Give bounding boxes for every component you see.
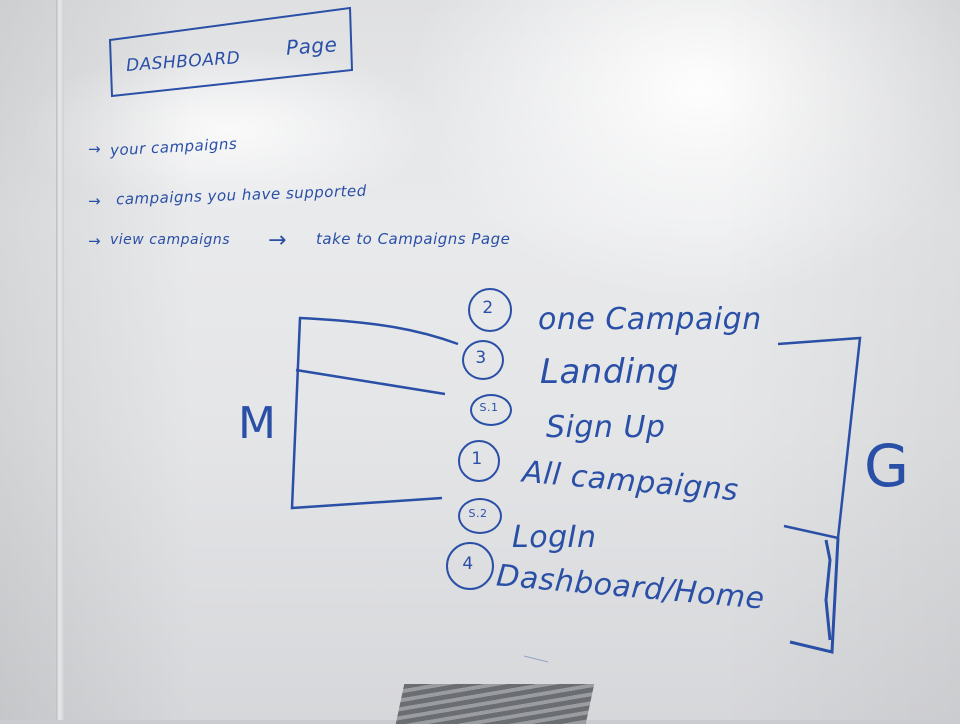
step-number-2: 2 [482, 298, 494, 318]
step-number-1: 1 [471, 449, 483, 469]
step-circle-1 [458, 440, 500, 482]
bullet-1-arrow: → [88, 140, 102, 158]
step-circle-s2 [458, 498, 502, 534]
step-label-one-campaign: one Campaign [538, 302, 762, 337]
m-bracket-divider [295, 368, 446, 396]
g-bracket-scribble [824, 539, 832, 641]
step-number-s2: S.2 [468, 507, 488, 520]
bracket-letter-m: M [238, 398, 277, 449]
bullet-3-arrow-2: → [268, 228, 287, 253]
bullet-3-text: view campaigns [110, 232, 231, 248]
step-label-sign-up: Sign Up [546, 410, 666, 445]
step-circle-4 [446, 542, 494, 590]
bullet-2-arrow: → [88, 192, 102, 210]
step-number-s1: S.1 [479, 401, 499, 414]
bullet-3-target: take to Campaigns Page [316, 230, 511, 248]
g-bracket-lower [789, 537, 840, 654]
step-circle-3 [462, 340, 504, 380]
step-label-login: LogIn [512, 520, 597, 555]
title-word-page: Page [285, 32, 339, 60]
step-number-3: 3 [475, 348, 487, 368]
whiteboard-frame-edge [56, 0, 64, 720]
step-label-landing: Landing [540, 352, 679, 392]
step-number-4: 4 [462, 554, 474, 574]
bracket-letter-g: G [864, 432, 910, 500]
step-circle-s1 [470, 394, 512, 426]
faint-dash [523, 655, 549, 663]
step-circle-2 [468, 288, 512, 332]
bullet-3-arrow: → [88, 232, 102, 250]
title-box-outline [108, 6, 354, 98]
g-bracket [777, 336, 862, 540]
m-bracket [290, 316, 459, 510]
